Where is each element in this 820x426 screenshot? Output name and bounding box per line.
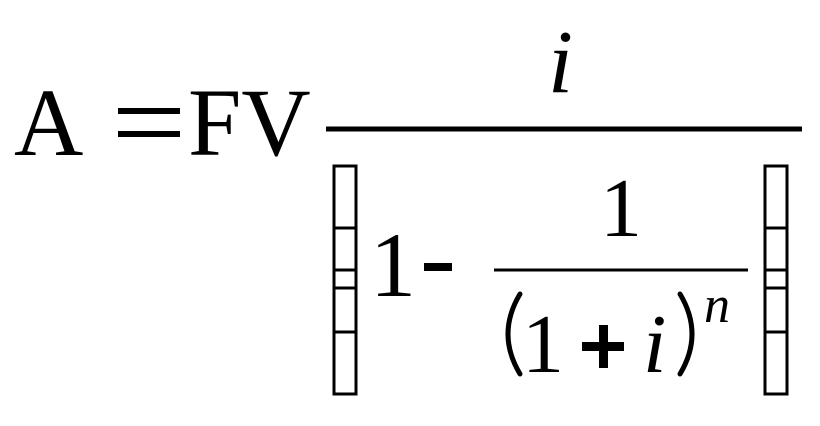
lhs-symbol: A xyxy=(14,69,83,176)
coefficient: FV xyxy=(188,69,311,176)
inner-i: i xyxy=(643,298,666,391)
right-paren xyxy=(677,291,695,377)
minus-sign: - xyxy=(424,263,452,271)
exponent-n: n xyxy=(704,277,730,334)
equals-sign: = xyxy=(118,108,180,137)
inner-numerator: 1 xyxy=(600,162,642,255)
plus-sign: + xyxy=(582,325,624,368)
left-bracket xyxy=(332,164,358,396)
right-bracket xyxy=(763,164,789,396)
inner-one: 1 xyxy=(522,298,564,391)
left-paren xyxy=(505,291,523,377)
denominator-one: 1 xyxy=(370,214,416,316)
numerator-i: i xyxy=(548,13,573,112)
